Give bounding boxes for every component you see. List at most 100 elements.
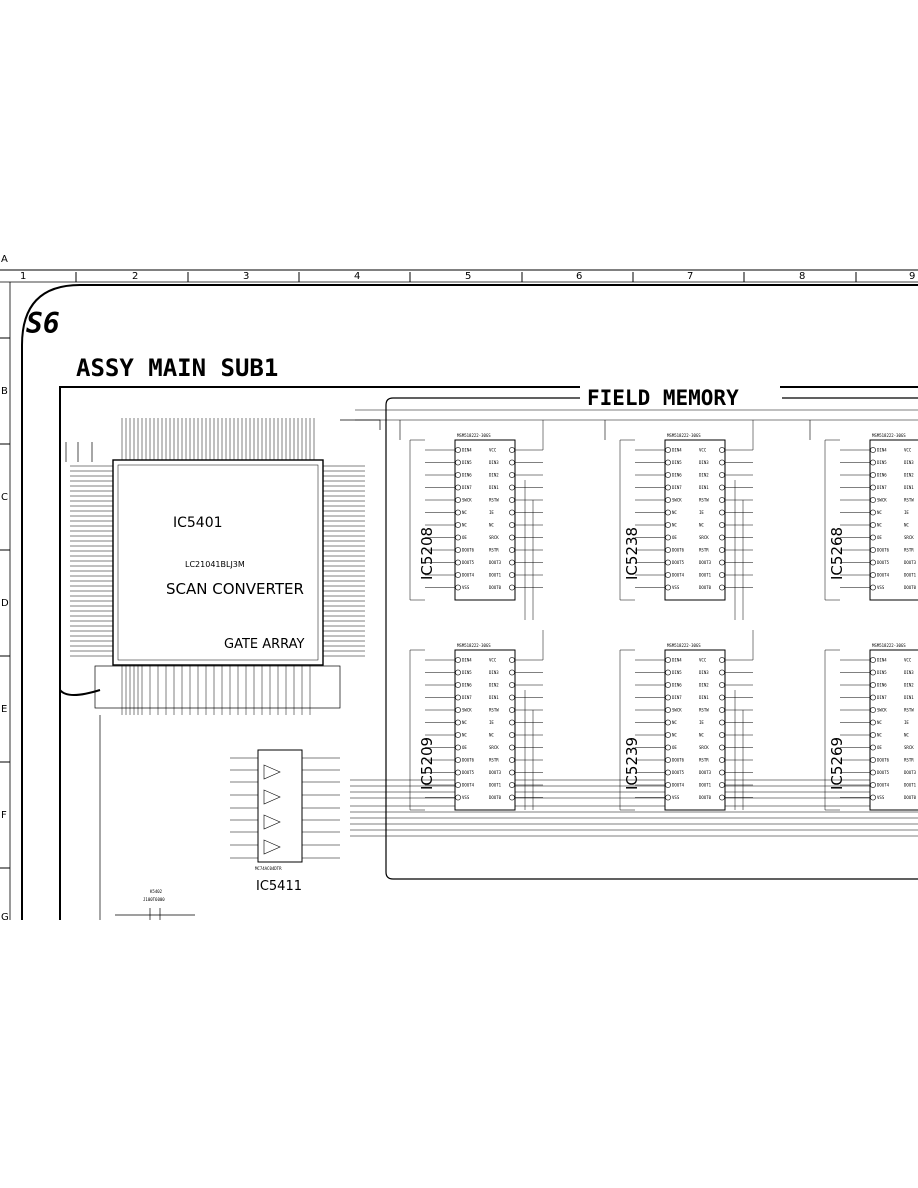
memory-pin-label: DOUT4 [462,573,475,578]
memory-pin-label: DOUT1 [904,573,917,578]
memory-ic-ic5238: IC5238MSM518222-30GSDIN4DIN5DIN6DIN7SWCK… [619,420,754,620]
memory-ic-ref: IC5238 [623,527,641,580]
memory-pin-label: DOUT1 [904,783,917,788]
memory-pin-label: DOUT5 [877,560,890,565]
memory-pin-label: DIN3 [489,460,499,465]
memory-ic-part: MSM518222-30GS [872,433,906,438]
memory-pin-label: DIN5 [462,460,472,465]
memory-pin-label: VCC [489,658,497,663]
memory-pin-label: IE [489,720,494,725]
memory-pin-label: VSS [877,795,885,800]
memory-pin-label: DIN4 [877,448,887,453]
memory-pin-label: DIN2 [489,683,499,688]
memory-pin-label: VSS [877,585,885,590]
memory-pin-label: NC [462,523,467,528]
memory-pin-label: IE [699,720,704,725]
memory-pin-label: DOUT4 [877,573,890,578]
memory-pin-label: DOUT5 [462,770,475,775]
row-G: G [1,912,9,923]
memory-ic-part: MSM518222-30GS [872,643,906,648]
memory-pin-label: DOUT5 [672,770,685,775]
memory-pin-label: RSTW [489,708,499,713]
memory-pin-label: OE [672,535,677,540]
ic5411-ref: IC5411 [256,879,302,894]
memory-ic-ic5208: IC5208MSM518222-30GSDIN4DIN5DIN6DIN7SWCK… [409,420,544,620]
memory-pin-label: DIN2 [904,473,914,478]
ic5411: MC74AC04DTR IC5411 [230,749,340,894]
memory-pin-label: NC [672,510,677,515]
memory-pin-label: DIN4 [672,658,682,663]
row-C: C [1,492,8,503]
memory-ic-ic5269: IC5269MSM518222-30GSDIN4DIN5DIN6DIN7SWCK… [824,643,918,811]
memory-pin-label: VSS [672,795,680,800]
memory-pin-label: DOUT3 [699,770,712,775]
memory-pin-label: DOUT6 [462,548,475,553]
memory-pin-label: DIN4 [672,448,682,453]
memory-ic-ref: IC5208 [418,527,436,580]
memory-pin-label: VCC [489,448,497,453]
ic5401-body [112,459,324,666]
memory-pin-label: DIN3 [699,670,709,675]
memory-pin-label: DIN5 [877,670,887,675]
ic5401-periphery [65,419,381,920]
memory-pin-label: SWCK [672,708,682,713]
col-3: 3 [243,271,249,282]
memory-pin-label: IE [489,510,494,515]
section-title: FIELD MEMORY [587,386,739,410]
col-2: 2 [132,271,138,282]
memory-pin-label: RSTW [699,708,709,713]
memory-pin-label: NC [489,733,494,738]
memory-pin-label: NC [877,720,882,725]
col-7: 7 [687,271,693,282]
memory-pin-label: DOUT1 [699,573,712,578]
ic5411-part: MC74AC04DTR [255,866,282,871]
sheet-outline [21,284,918,920]
memory-pin-label: OE [877,745,882,750]
memory-pin-label: DIN5 [672,460,682,465]
memory-pin-label: DIN3 [904,460,914,465]
memory-pin-label: RSTW [699,498,709,503]
memory-pin-label: DOUT3 [489,560,502,565]
memory-pin-label: DIN3 [699,460,709,465]
memory-pin-label: SWCK [877,498,887,503]
board-notch [59,625,101,696]
ic5401-name: SCAN CONVERTER [166,580,304,598]
memory-pin-label: RSTW [904,708,914,713]
memory-pin-label: VCC [904,658,912,663]
memory-pin-label: SRCK [699,745,709,750]
memory-pin-label: NC [462,720,467,725]
k5402-ref: K5402 [150,889,163,894]
memory-ic-ref: IC5268 [828,527,846,580]
memory-pin-label: VCC [699,658,707,663]
col-6: 6 [576,271,582,282]
memory-pin-label: DOUT0 [904,795,917,800]
memory-ic-part: MSM518222-30GS [667,433,701,438]
memory-pin-label: DIN1 [699,485,709,490]
memory-pin-label: DOUT6 [877,548,890,553]
memory-pin-label: DOUT5 [877,770,890,775]
memory-pin-label: DIN4 [462,658,472,663]
memory-pin-label: DOUT1 [489,573,502,578]
memory-ic-ic5209: IC5209MSM518222-30GSDIN4DIN5DIN6DIN7SWCK… [409,630,544,811]
memory-pin-label: DIN4 [877,658,887,663]
memory-pin-label: DIN7 [672,695,682,700]
memory-pin-label: NC [877,733,882,738]
memory-pin-label: DIN6 [877,473,887,478]
memory-pin-label: DIN3 [904,670,914,675]
memory-pin-label: DIN1 [699,695,709,700]
memory-ic-part: MSM518222-30GS [667,643,701,648]
memory-pin-label: NC [462,510,467,515]
memory-pin-label: NC [877,523,882,528]
memory-pin-label: RSTR [699,758,709,763]
field-memory-frame [385,397,918,880]
memory-pin-label: VSS [462,795,470,800]
memory-pin-label: DIN5 [672,670,682,675]
memory-pin-label: DIN5 [462,670,472,675]
memory-pin-label: DIN2 [699,473,709,478]
memory-pin-label: DOUT0 [489,585,502,590]
memory-pin-label: NC [699,523,704,528]
memory-pin-label: DOUT6 [877,758,890,763]
memory-pin-label: NC [877,510,882,515]
memory-pin-label: SRCK [699,535,709,540]
memory-pin-label: RSTR [699,548,709,553]
